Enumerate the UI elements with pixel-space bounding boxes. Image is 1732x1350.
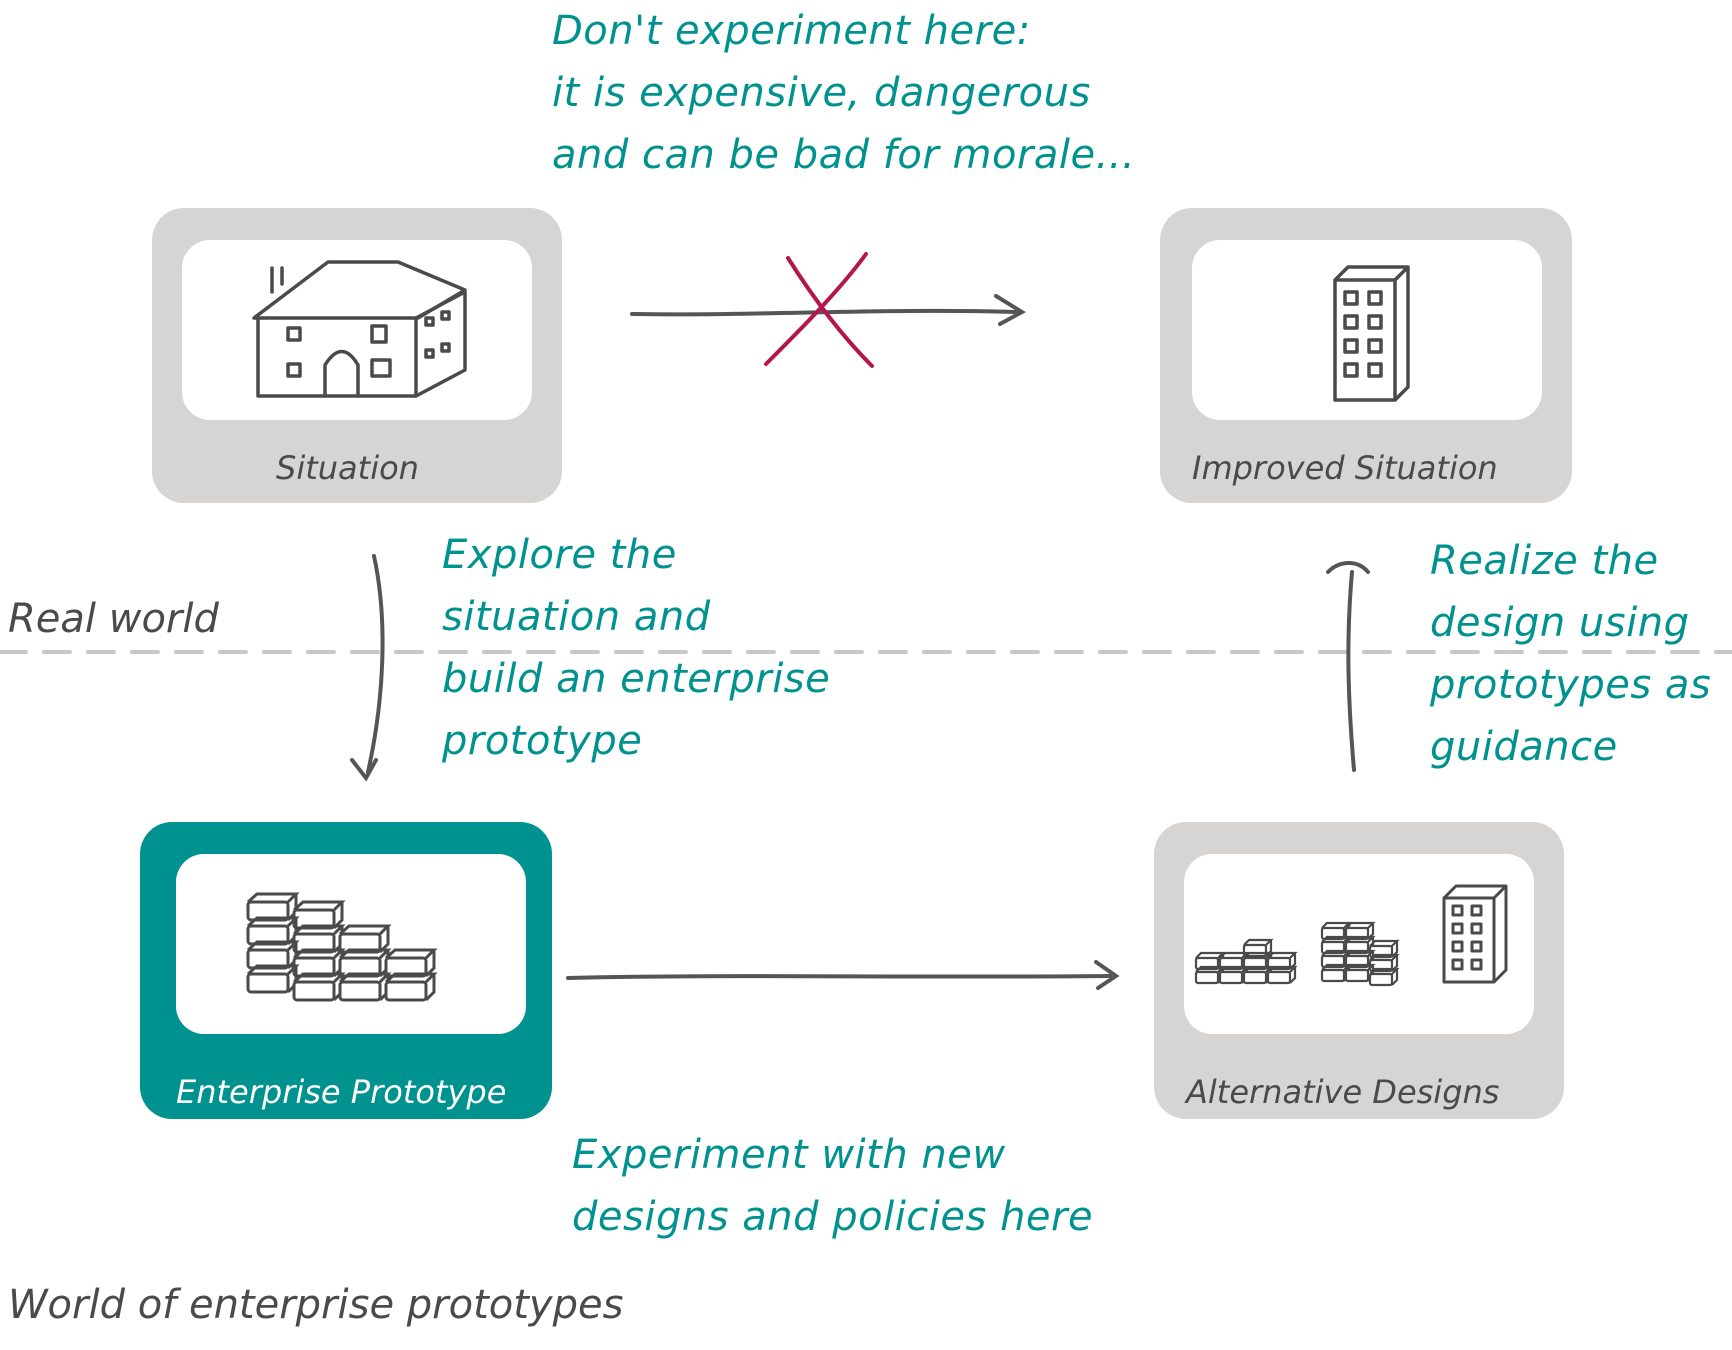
- prototype-world-label: World of enterprise prototypes: [8, 1282, 624, 1328]
- cross-mark: [764, 252, 874, 368]
- blocked-arrow: [630, 294, 1026, 326]
- experiment-note: Experiment with new designs and policies…: [572, 1132, 1094, 1240]
- situation-card: [152, 208, 562, 503]
- dont-experiment-note: Don't experiment here: it is expensive, …: [552, 8, 1136, 178]
- alternative-designs-label: Alternative Designs: [1186, 1073, 1500, 1111]
- realize-note: Realize the design using prototypes as g…: [1430, 538, 1712, 770]
- house-icon: [252, 260, 467, 398]
- brick-stacks-and-building-icon: [1194, 884, 1508, 987]
- office-building-icon: [1333, 265, 1410, 402]
- situation-label: Situation: [276, 449, 419, 487]
- experiment-arrow: [566, 960, 1120, 990]
- realize-arrow: [1326, 561, 1370, 772]
- explore-note: Explore the situation and build an enter…: [442, 532, 831, 764]
- explore-arrow: [350, 554, 385, 782]
- real-world-label: Real world: [8, 596, 219, 642]
- improved-situation-card: [1160, 208, 1572, 503]
- enterprise-prototype-label: Enterprise Prototype: [176, 1073, 507, 1111]
- improved-situation-label: Improved Situation: [1192, 449, 1498, 487]
